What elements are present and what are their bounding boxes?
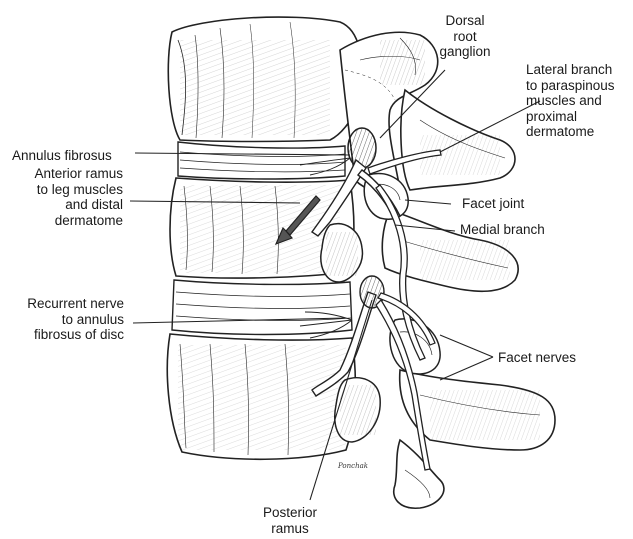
label-facet-joint: Facet joint xyxy=(462,196,524,212)
label-recurrent-nerve: Recurrent nerve to annulus fibrosus of d… xyxy=(6,296,124,343)
dorsal-root-ganglion-shape xyxy=(348,128,376,168)
superior-articular-process xyxy=(321,224,363,282)
label-medial-branch: Medial branch xyxy=(460,222,545,238)
artist-signature: Ponchak xyxy=(338,462,368,470)
upper-vertebral-body xyxy=(168,17,362,141)
label-facet-nerves: Facet nerves xyxy=(498,350,576,366)
upper-intervertebral-disc xyxy=(178,142,345,179)
label-dorsal-root-ganglion: Dorsal root ganglion xyxy=(430,13,500,60)
pedicle-mass-lower xyxy=(335,378,380,442)
lower-inferior-process xyxy=(394,440,444,508)
label-annulus-fibrosus: Annulus fibrosus xyxy=(12,148,112,164)
label-anterior-ramus: Anterior ramus to leg muscles and distal… xyxy=(8,166,123,228)
lower-intervertebral-disc xyxy=(172,280,352,335)
label-posterior-ramus: Posterior ramus xyxy=(250,505,330,536)
label-lateral-branch: Lateral branch to paraspinous muscles an… xyxy=(526,62,615,140)
upper-spinous-process xyxy=(401,90,515,190)
lower-vertebral-body xyxy=(167,334,355,459)
